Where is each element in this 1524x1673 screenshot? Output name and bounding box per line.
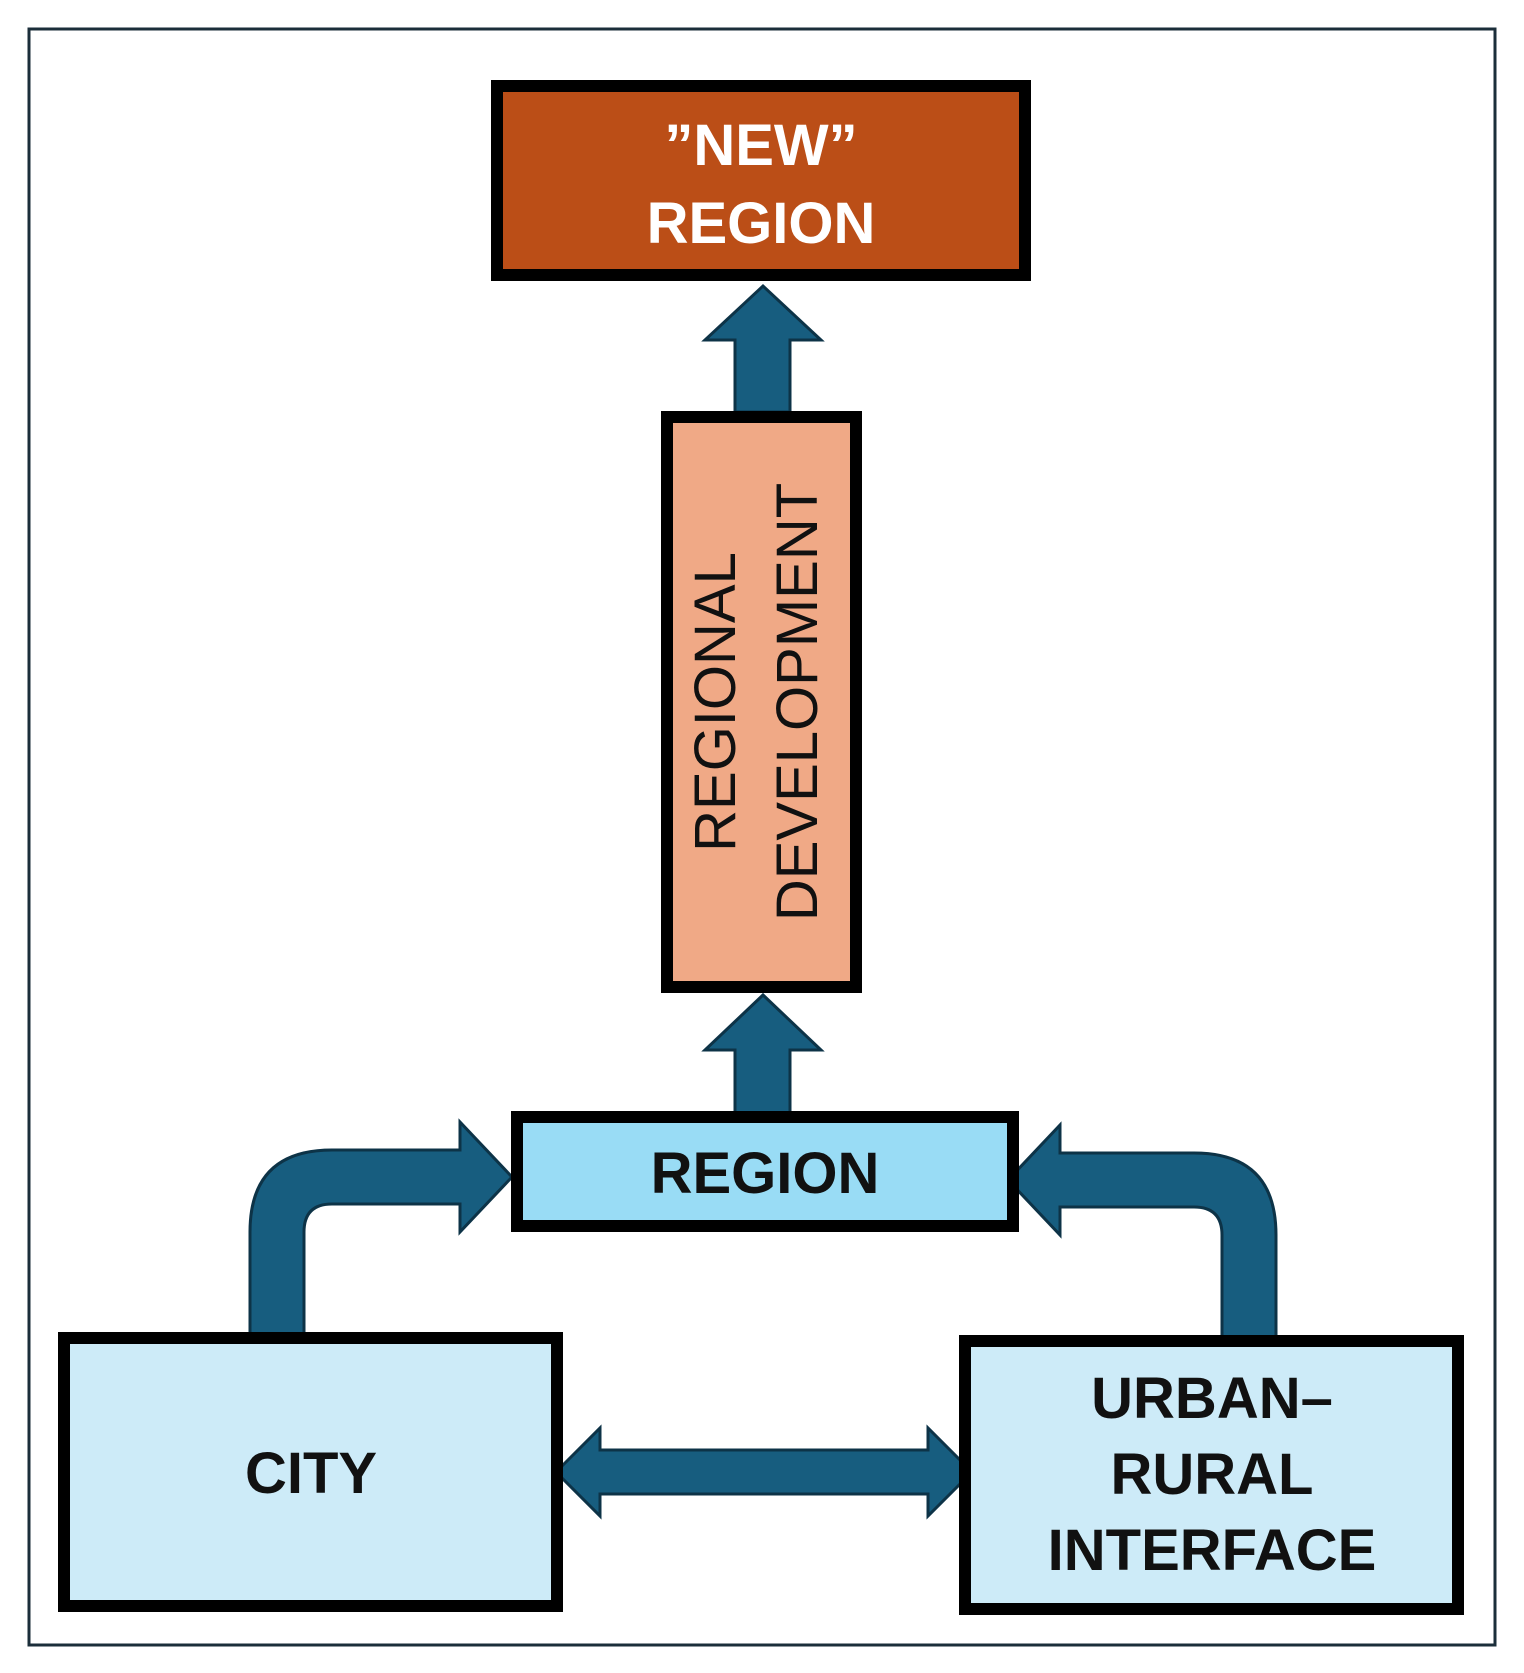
city-label: CITY: [245, 1441, 377, 1506]
interface-label-line1: URBAN–: [1091, 1366, 1333, 1431]
arrow-city-to-region: [248, 1118, 515, 1340]
arrow-development-to-new-region: [701, 283, 825, 414]
development-label-line2: DEVELOPMENT: [765, 483, 830, 921]
arrow-interface-to-region: [1005, 1121, 1278, 1343]
city-box: CITY: [58, 1332, 563, 1612]
new-region-box: ”NEW” REGION: [491, 80, 1031, 281]
arrow-region-to-development: [701, 992, 825, 1119]
new-region-label-line2: REGION: [647, 191, 876, 256]
new-region-label-line1: ”NEW”: [664, 113, 857, 178]
region-box: REGION: [511, 1111, 1019, 1232]
interface-box: URBAN– RURAL INTERFACE: [959, 1335, 1464, 1615]
interface-label-line3: INTERFACE: [1048, 1518, 1377, 1583]
region-label: REGION: [651, 1141, 880, 1206]
development-label-line1: REGIONAL: [683, 552, 748, 852]
interface-label-line2: RURAL: [1111, 1442, 1314, 1507]
regional-development-box: REGIONAL DEVELOPMENT: [661, 411, 862, 993]
